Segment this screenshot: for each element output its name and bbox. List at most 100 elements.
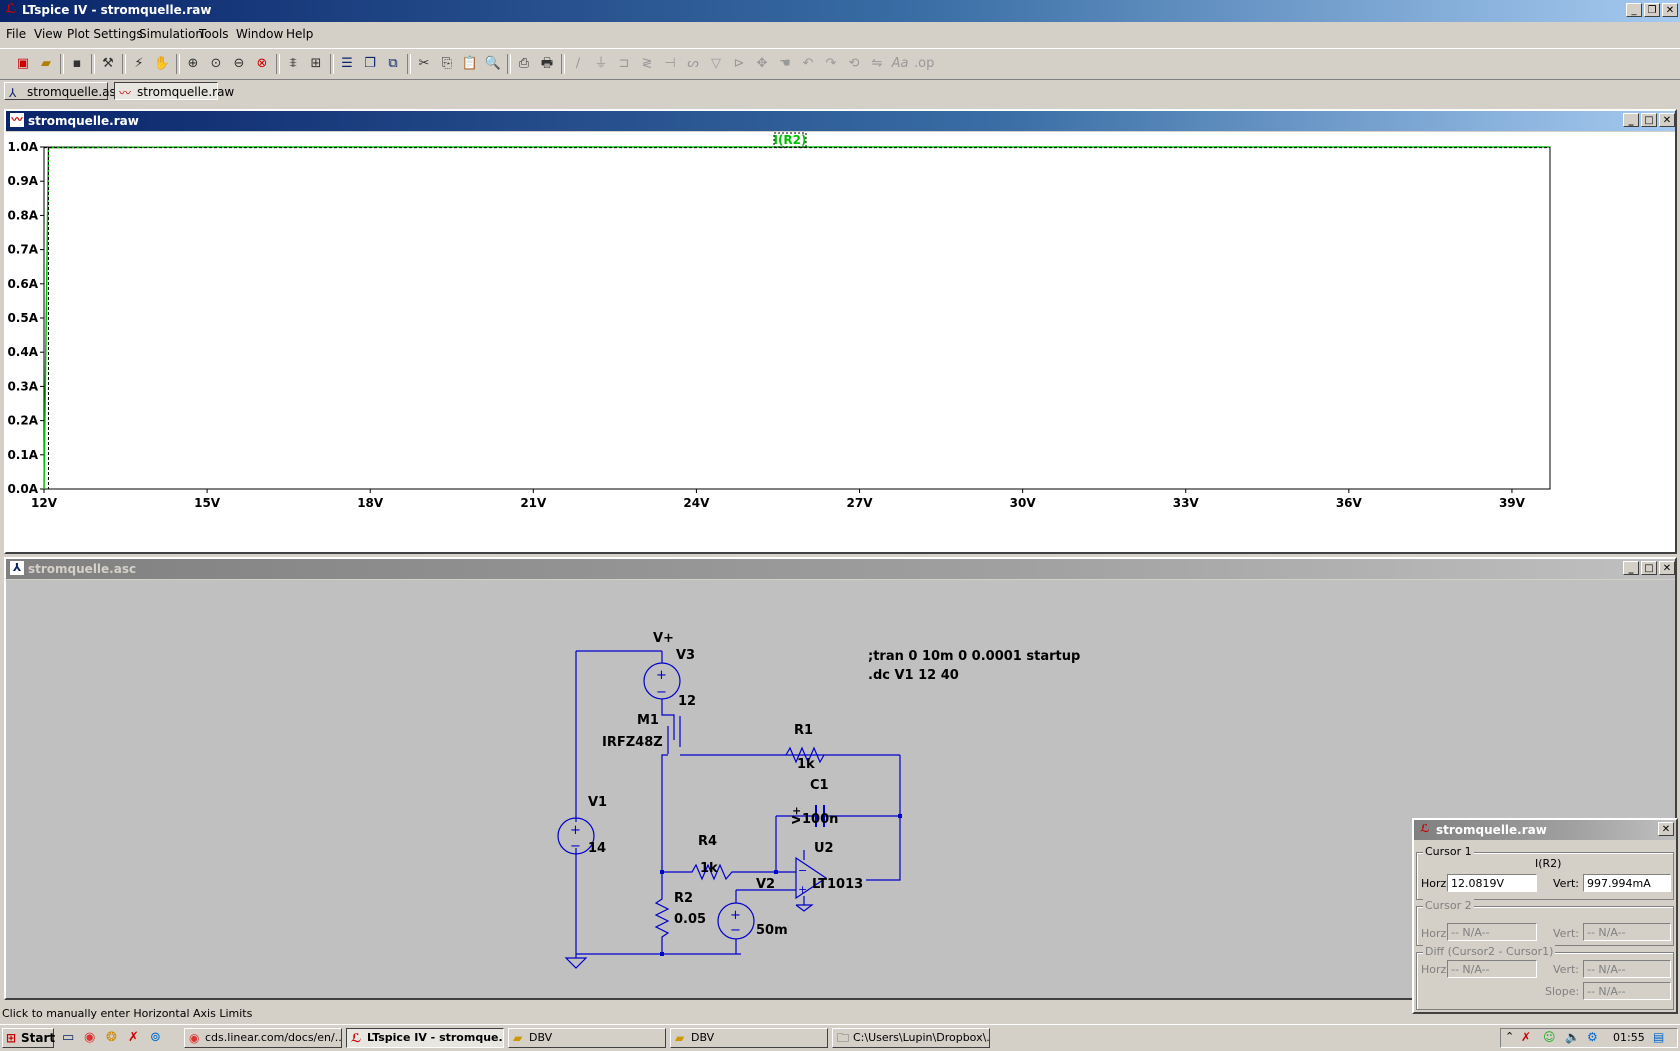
menu-file[interactable]: File xyxy=(6,27,27,41)
menu-simulation[interactable]: Simulation xyxy=(139,27,203,41)
tab-waveform[interactable]: 〰 stromquelle.raw xyxy=(114,82,234,100)
svg-text:−: − xyxy=(656,685,667,700)
schematic-maximize-button[interactable]: □ xyxy=(1641,561,1657,575)
resistor-icon[interactable]: ≷ xyxy=(641,56,653,71)
tile-horizontal-icon[interactable]: ☰ xyxy=(341,56,353,71)
menu-window[interactable]: Window xyxy=(236,27,284,41)
tab-schematic[interactable]: ⅄ stromquelle.asc xyxy=(4,82,122,100)
spice-directive-icon[interactable]: .op xyxy=(914,56,935,71)
r2-name-label: R2 xyxy=(674,891,694,906)
taskbar-item-browser[interactable]: ◉ cds.linear.com/docs/en/... xyxy=(184,1028,342,1048)
tray-tools-icon[interactable]: ✗ xyxy=(1521,1030,1532,1044)
tray-user-icon[interactable]: ☺ xyxy=(1543,1030,1556,1044)
diode-icon[interactable]: ▽ xyxy=(711,56,721,71)
taskbar-item-dbv-2[interactable]: ▰ DBV xyxy=(670,1028,828,1048)
trace-label-box xyxy=(773,132,807,148)
cursor1-horz-field[interactable]: 12.0819V xyxy=(1447,874,1537,892)
menu-plot-settings[interactable]: Plot Settings xyxy=(67,27,143,41)
r2-value-label: 0.05 xyxy=(674,912,707,927)
schematic-minimize-button[interactable]: _ xyxy=(1623,561,1639,575)
schematic-close-button[interactable]: ✕ xyxy=(1659,561,1675,575)
close-all-icon[interactable]: ⧉ xyxy=(388,56,398,71)
chrome-icon: ◉ xyxy=(189,1031,200,1045)
cascade-icon[interactable]: ❐ xyxy=(364,56,376,71)
open-icon[interactable]: ▰ xyxy=(41,56,51,71)
move-icon[interactable]: ✥ xyxy=(756,56,768,71)
start-button[interactable]: ⊞ Start xyxy=(2,1028,55,1048)
plot-svg[interactable]: 1.0A0.9A0.8A0.7A0.6A0.5A0.4A0.3A0.2A0.1A… xyxy=(6,132,1675,552)
pan-icon[interactable]: ⊙ xyxy=(210,56,222,71)
dc-directive[interactable]: .dc V1 12 40 xyxy=(868,668,959,683)
minimize-button[interactable]: _ xyxy=(1626,3,1642,17)
menu-tools[interactable]: Tools xyxy=(199,27,229,41)
copy-icon[interactable]: ⎘ xyxy=(441,56,453,71)
taskbar: ⊞ Start ▭ ◉ ❂ ✗ ⊚ ◉ cds.linear.com/docs/… xyxy=(0,1024,1680,1051)
schematic-canvas[interactable]: +− +− +− −+ V+ V3 12 M1 IRFZ48Z R1 1k C1… xyxy=(6,580,1675,998)
tools-quicklaunch-icon[interactable]: ✗ xyxy=(128,1030,139,1045)
capacitor-icon[interactable]: ⊣ xyxy=(664,56,676,71)
diff-vert-label: Vert: xyxy=(1553,963,1579,976)
close-button[interactable]: ✕ xyxy=(1662,3,1678,17)
print-icon[interactable]: 🖶 xyxy=(540,56,554,71)
undo-icon[interactable]: ↶ xyxy=(802,56,814,71)
zoom-area-icon[interactable]: ⊕ xyxy=(187,56,199,71)
run-icon[interactable]: ⚡ xyxy=(134,56,144,71)
save-icon[interactable]: ▪ xyxy=(72,56,82,71)
c1-value-label: 100n xyxy=(802,812,839,827)
text-icon[interactable]: Aa xyxy=(891,56,909,71)
inductor-icon[interactable]: ᔕ xyxy=(687,56,699,71)
v2-value-label: 50m xyxy=(756,923,788,938)
schematic-drawing[interactable]: +− +− +− −+ xyxy=(6,580,1675,998)
r4-symbol xyxy=(662,863,796,881)
drag-icon[interactable]: ☚ xyxy=(779,56,791,71)
waveform-maximize-button[interactable]: □ xyxy=(1641,113,1657,127)
tab-waveform-label: stromquelle.raw xyxy=(137,85,235,99)
trace-label[interactable]: I(R2) xyxy=(773,133,806,147)
tran-directive[interactable]: ;tran 0 10m 0 0.0001 startup xyxy=(868,649,1081,664)
taskbar-item-dbv-1[interactable]: ▰ DBV xyxy=(508,1028,666,1048)
component-icon[interactable]: ⊳ xyxy=(733,56,745,71)
wire-icon[interactable]: ∕ xyxy=(575,56,581,71)
chrome-icon[interactable]: ◉ xyxy=(84,1030,96,1045)
menu-help[interactable]: Help xyxy=(286,27,314,41)
cut-icon[interactable]: ✂ xyxy=(418,56,430,71)
control-panel-icon[interactable]: ⚒ xyxy=(102,56,114,71)
rotate-icon[interactable]: ⟲ xyxy=(848,56,860,71)
manual-limits-icon[interactable]: ⊞ xyxy=(310,56,322,71)
redo-icon[interactable]: ↷ xyxy=(825,56,837,71)
waveform-minimize-button[interactable]: _ xyxy=(1623,113,1639,127)
new-schematic-icon[interactable]: ▣ xyxy=(16,56,30,71)
cursor-window-title-bar: ℒ stromquelle.raw ✕ xyxy=(1414,820,1676,840)
taskbar-item-label: DBV xyxy=(529,1031,553,1044)
tab-schematic-label: stromquelle.asc xyxy=(27,85,123,99)
app-title: LTspice IV - stromquelle.raw xyxy=(22,3,212,17)
print-setup-icon[interactable]: ⎙ xyxy=(518,56,530,71)
waveform-close-button[interactable]: ✕ xyxy=(1659,113,1675,127)
zoom-fit-icon[interactable]: ⊗ xyxy=(256,56,268,71)
cursor-window-close-button[interactable]: ✕ xyxy=(1658,822,1674,836)
waveform-window-title-bar: 〰 stromquelle.raw _ □ ✕ xyxy=(6,111,1675,131)
clock[interactable]: 01:55 xyxy=(1613,1031,1645,1044)
mirror-icon[interactable]: ⇋ xyxy=(871,56,883,71)
halt-icon[interactable]: ✋ xyxy=(153,56,171,71)
taskbar-item-ltspice[interactable]: ℒ LTspice IV - stromque... xyxy=(346,1028,504,1048)
browser-quicklaunch-icon[interactable]: ⊚ xyxy=(150,1030,161,1045)
label-net-icon[interactable]: ⊐ xyxy=(618,56,630,71)
taskbar-item-explorer[interactable]: 🗀 C:\Users\Lupin\Dropbox\... xyxy=(832,1028,990,1048)
app-quicklaunch-icon[interactable]: ❂ xyxy=(106,1030,117,1045)
restore-button[interactable]: ❐ xyxy=(1644,3,1660,17)
find-icon[interactable]: 🔍 xyxy=(484,56,502,71)
cursor1-vert-field[interactable]: 997.994mA xyxy=(1583,874,1671,892)
ground-icon[interactable]: ⏚ xyxy=(594,56,608,71)
network-icon[interactable]: ⚙ xyxy=(1587,1030,1598,1044)
autorange-icon[interactable]: ⩨ xyxy=(289,56,297,71)
zoom-out-icon[interactable]: ⊖ xyxy=(233,56,245,71)
paste-icon[interactable]: 📋 xyxy=(461,56,479,71)
volume-icon[interactable]: 🔈 xyxy=(1565,1030,1580,1044)
tray-expand-icon[interactable]: ⌃ xyxy=(1505,1030,1515,1043)
notification-icon[interactable]: ▤ xyxy=(1653,1030,1665,1044)
show-desktop-icon[interactable]: ▭ xyxy=(62,1030,75,1045)
menu-view[interactable]: View xyxy=(34,27,63,41)
ltspice-logo-icon: ℒ xyxy=(5,2,17,17)
